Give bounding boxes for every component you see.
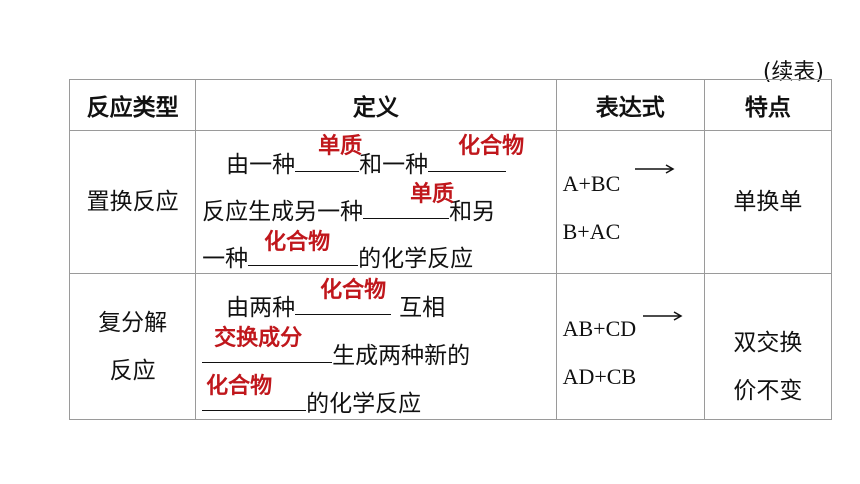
definition-text: 互相 bbox=[399, 295, 446, 321]
expression-reactants: A+BC bbox=[562, 171, 621, 196]
answer-text: 化合物 bbox=[320, 278, 387, 303]
definition-line: 生成两种新的 bbox=[202, 336, 470, 370]
reaction-types-table: 反应类型 定义 表达式 特点 置换反应 由一种和一种 反应生成另一种和另 一种的… bbox=[68, 79, 833, 420]
definition-line: 的化学反应 bbox=[202, 384, 421, 418]
expression-products: AD+CB bbox=[562, 364, 637, 389]
definition-text: 反应生成另一种 bbox=[202, 199, 364, 225]
definition-text: 和一种 bbox=[359, 152, 429, 178]
definition-cell: 由一种 和一种 反应生成另一种 和另 一种 的化学反应 单质 化合物 单质 化合物 bbox=[195, 130, 557, 274]
table-row: 置换反应 由一种 和一种 反应生成另一种 和另 一种 的化学反应 单质 化合物 单质 … bbox=[68, 130, 833, 274]
reaction-arrow-icon bbox=[634, 164, 675, 174]
header-feature: 特点 bbox=[703, 79, 833, 131]
definition-text: 的化学反应 bbox=[358, 246, 474, 272]
reaction-type-cell: 置换反应 bbox=[68, 130, 197, 274]
reaction-type-cell: 复分解 反应 bbox=[68, 273, 197, 420]
answer-text: 单质 bbox=[318, 134, 363, 159]
answer-blank bbox=[248, 243, 359, 266]
feature-cell: 单换单 bbox=[703, 130, 833, 274]
reaction-type-label: 置换反应 bbox=[86, 189, 179, 215]
header-definition: 定义 bbox=[195, 79, 557, 131]
answer-blank bbox=[428, 149, 507, 172]
feature-label: 价不变 bbox=[733, 378, 803, 404]
expression-cell: AB+CD AD+CB bbox=[555, 273, 705, 420]
table-row: 复分解 反应 由两种 互相 生成两种新的 的化学反应 化合物 交换成分 化合物 A… bbox=[68, 273, 833, 420]
definition-text: 由一种 bbox=[226, 152, 296, 178]
definition-line: 一种 的化学反应 bbox=[202, 239, 473, 273]
definition-text: 的化学反应 bbox=[306, 391, 422, 417]
answer-blank bbox=[363, 196, 450, 219]
definition-text: 生成两种新的 bbox=[332, 343, 471, 369]
definition-line: 由两种 互相 bbox=[202, 288, 445, 322]
answer-blank bbox=[202, 388, 307, 411]
definition-line: 反应生成另一种 和另 bbox=[202, 192, 495, 226]
table-header-row: 反应类型 定义 表达式 特点 bbox=[68, 79, 833, 131]
definition-text: 一种 bbox=[202, 246, 249, 272]
reaction-arrow-icon bbox=[642, 311, 683, 321]
definition-cell: 由两种 互相 生成两种新的 的化学反应 化合物 交换成分 化合物 bbox=[195, 273, 557, 420]
answer-text: 化合物 bbox=[206, 374, 273, 399]
reaction-type-label: 反应 bbox=[109, 357, 156, 384]
definition-text: 和另 bbox=[449, 199, 496, 225]
expression-products: B+AC bbox=[562, 219, 621, 244]
definition-line: 由一种 和一种 bbox=[202, 145, 507, 179]
answer-blank bbox=[295, 292, 392, 315]
feature-label: 双交换 bbox=[733, 330, 803, 356]
reaction-type-label: 复分解 bbox=[98, 309, 168, 336]
header-expression: 表达式 bbox=[555, 79, 705, 131]
answer-text: 化合物 bbox=[458, 134, 525, 159]
answer-blank bbox=[295, 149, 360, 172]
feature-cell: 双交换 价不变 bbox=[703, 273, 833, 420]
expression-cell: A+BC B+AC bbox=[555, 130, 705, 274]
header-reaction-type: 反应类型 bbox=[68, 79, 197, 131]
answer-blank bbox=[202, 340, 333, 363]
feature-label: 单换单 bbox=[733, 189, 803, 215]
answer-text: 单质 bbox=[410, 182, 455, 207]
answer-text: 交换成分 bbox=[214, 326, 303, 351]
definition-text: 由两种 bbox=[226, 295, 296, 321]
expression-reactants: AB+CD bbox=[562, 316, 637, 341]
answer-text: 化合物 bbox=[264, 230, 331, 255]
